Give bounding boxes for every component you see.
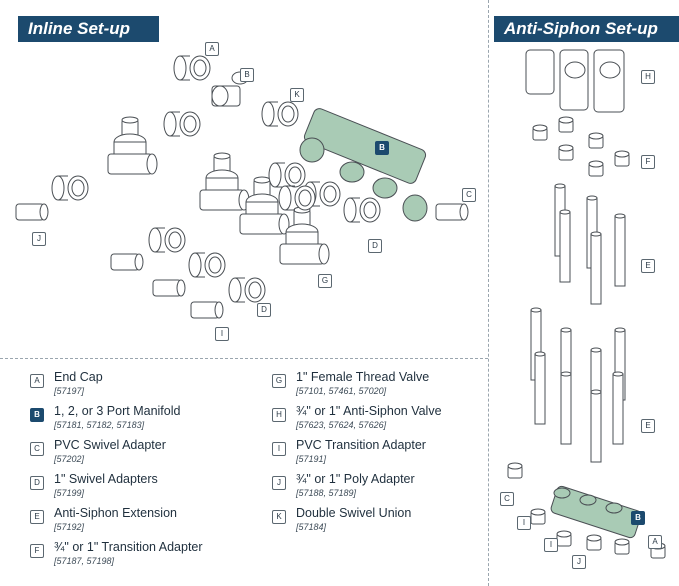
legend-name: End Cap bbox=[54, 370, 103, 384]
legend-codes: [57192] bbox=[54, 522, 85, 532]
legend-item-a: A End Cap [57197] bbox=[30, 370, 250, 402]
legend-badge: F bbox=[30, 544, 44, 558]
legend-item-h: H ¾" or 1" Anti-Siphon Valve [57623, 576… bbox=[272, 404, 492, 436]
callout-i-siphon-2: I bbox=[544, 538, 558, 552]
legend-codes: [57191] bbox=[296, 454, 327, 464]
anti-siphon-setup-title: Anti-Siphon Set-up bbox=[494, 16, 679, 42]
legend-item-f: F ¾" or 1" Transition Adapter [57187, 57… bbox=[30, 540, 250, 572]
legend-codes: [57199] bbox=[54, 488, 85, 498]
legend-badge: H bbox=[272, 408, 286, 422]
legend-badge: G bbox=[272, 374, 286, 388]
legend-codes: [57202] bbox=[54, 454, 85, 464]
legend-name: 1" Swivel Adapters bbox=[54, 472, 158, 486]
legend-badge: J bbox=[272, 476, 286, 490]
callout-c: C bbox=[462, 188, 476, 202]
legend-badge: C bbox=[30, 442, 44, 456]
legend-codes: [57187, 57198] bbox=[54, 556, 115, 566]
horizontal-divider bbox=[0, 358, 488, 359]
legend-badge: K bbox=[272, 510, 286, 524]
anti-siphon-manifold bbox=[550, 485, 642, 539]
callout-b-manifold: B bbox=[375, 141, 389, 155]
vertical-divider bbox=[488, 0, 489, 586]
legend-name: PVC Transition Adapter bbox=[296, 438, 426, 452]
anti-siphon-valves bbox=[525, 49, 625, 113]
legend-codes: [57101, 57461, 57020] bbox=[296, 386, 387, 396]
legend-badge: A bbox=[30, 374, 44, 388]
legend-item-d: D 1" Swivel Adapters [57199] bbox=[30, 472, 250, 504]
callout-j: J bbox=[32, 232, 46, 246]
callout-e-upper: E bbox=[641, 259, 655, 273]
legend-item-j: J ¾" or 1" Poly Adapter [57188, 57189] bbox=[272, 472, 492, 504]
callout-b-siphon: B bbox=[631, 511, 645, 525]
legend-item-b: B 1, 2, or 3 Port Manifold [57181, 57182… bbox=[30, 404, 250, 436]
legend-name: ¾" or 1" Anti-Siphon Valve bbox=[296, 404, 442, 418]
legend-item-g: G 1" Female Thread Valve [57101, 57461, … bbox=[272, 370, 492, 402]
legend-name: Double Swivel Union bbox=[296, 506, 412, 520]
legend-codes: [57181, 57182, 57183] bbox=[54, 420, 145, 430]
legend-item-e: E Anti-Siphon Extension [57192] bbox=[30, 506, 250, 538]
legend-name: PVC Swivel Adapter bbox=[54, 438, 166, 452]
callout-j-siphon: J bbox=[572, 555, 586, 569]
legend-name: ¾" or 1" Poly Adapter bbox=[296, 472, 415, 486]
callout-g: G bbox=[318, 274, 332, 288]
legend-name: 1, 2, or 3 Port Manifold bbox=[54, 404, 181, 418]
callout-k: K bbox=[290, 88, 304, 102]
manifold-part bbox=[299, 108, 428, 222]
legend-badge: E bbox=[30, 510, 44, 524]
legend-item-i: I PVC Transition Adapter [57191] bbox=[272, 438, 492, 470]
callout-e-lower: E bbox=[641, 419, 655, 433]
callout-f: F bbox=[641, 155, 655, 169]
legend-item-c: C PVC Swivel Adapter [57202] bbox=[30, 438, 250, 470]
legend-item-k: K Double Swivel Union [57184] bbox=[272, 506, 492, 538]
legend-codes: [57184] bbox=[296, 522, 327, 532]
legend-codes: [57188, 57189] bbox=[296, 488, 357, 498]
callout-i-siphon: I bbox=[517, 516, 531, 530]
legend-name: Anti-Siphon Extension bbox=[54, 506, 177, 520]
callout-i: I bbox=[215, 327, 229, 341]
inline-setup-title: Inline Set-up bbox=[18, 16, 159, 42]
legend-codes: [57623, 57624, 57626] bbox=[296, 420, 387, 430]
callout-h: H bbox=[641, 70, 655, 84]
callout-a: A bbox=[205, 42, 219, 56]
legend-badge: I bbox=[272, 442, 286, 456]
callout-a-siphon: A bbox=[648, 535, 662, 549]
callout-d-lower: D bbox=[257, 303, 271, 317]
callout-d-upper: D bbox=[368, 239, 382, 253]
legend-codes: [57197] bbox=[54, 386, 85, 396]
callout-c-siphon: C bbox=[500, 492, 514, 506]
callout-b-elbow: B bbox=[240, 68, 254, 82]
legend-name: 1" Female Thread Valve bbox=[296, 370, 430, 384]
legend-badge: D bbox=[30, 476, 44, 490]
legend-name: ¾" or 1" Transition Adapter bbox=[54, 540, 203, 554]
legend-badge: B bbox=[30, 408, 44, 422]
